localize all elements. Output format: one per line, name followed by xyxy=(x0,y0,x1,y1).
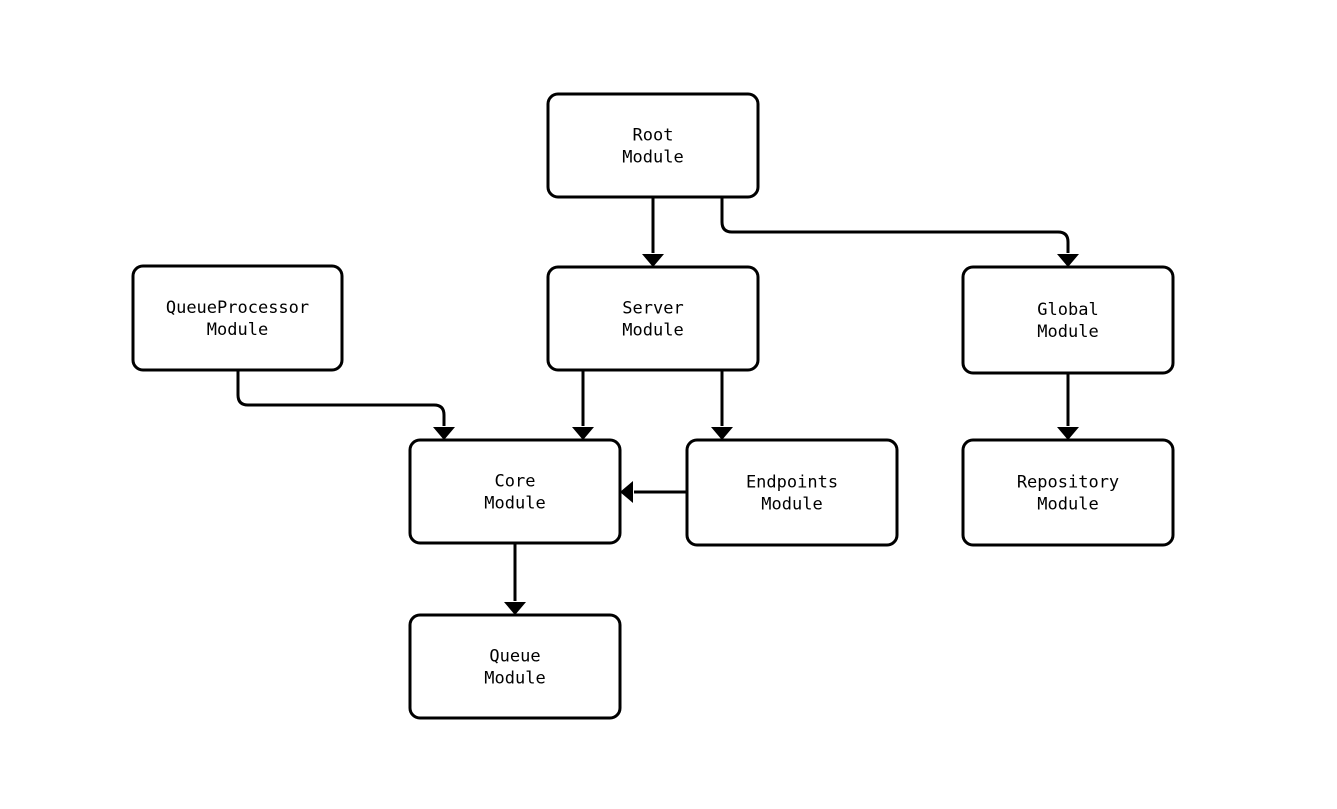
arrowhead-icon xyxy=(433,427,455,440)
arrowhead-icon xyxy=(620,481,633,503)
edge-layer: Root Module to Server Module Root Module … xyxy=(236,197,1079,615)
edge-endpoints-to-core: Endpoints Module to Core Module xyxy=(620,481,687,503)
edge-line xyxy=(720,197,1070,253)
edge-queueprocessor-to-core: QueueProcessor Module to Core Module xyxy=(236,370,455,440)
node-box[interactable] xyxy=(961,265,1175,375)
edge-core-to-queue: Core Module to Queue Module xyxy=(504,543,526,615)
arrowhead-icon xyxy=(642,254,664,267)
node-label-line1: Queue xyxy=(489,647,540,667)
node-label-line1: Global xyxy=(1037,300,1098,320)
node-label-line1: Endpoints xyxy=(746,473,838,493)
edge-root-to-server: Root Module to Server Module xyxy=(642,197,664,267)
node-box[interactable] xyxy=(408,613,622,720)
node-label-line2: Module xyxy=(1037,495,1098,515)
node-label-line1: Server xyxy=(622,299,683,319)
edge-line xyxy=(236,370,446,426)
edge-server-to-core: Server Module to Core Module xyxy=(572,370,594,440)
edge-root-to-global: Root Module to Global Module xyxy=(720,197,1079,267)
arrowhead-icon xyxy=(504,602,526,615)
node-box[interactable] xyxy=(546,265,760,372)
node-box[interactable] xyxy=(408,438,622,545)
node-box[interactable] xyxy=(961,438,1175,547)
arrowhead-icon xyxy=(1057,254,1079,267)
node-label-line2: Module xyxy=(484,669,545,689)
arrowhead-icon xyxy=(1057,427,1079,440)
node-label-line2: Module xyxy=(484,494,545,514)
node-label-line2: Module xyxy=(1037,322,1098,342)
node-label-line1: Repository xyxy=(1017,473,1119,493)
node-label-line1: Root xyxy=(633,126,674,146)
node-label-line2: Module xyxy=(761,495,822,515)
node-label-line2: Module xyxy=(207,320,268,340)
edge-server-to-endpoints: Server Module to Endpoints Module xyxy=(711,370,733,440)
node-box[interactable] xyxy=(546,92,760,199)
node-label-line1: Core xyxy=(495,472,536,492)
node-label-line1: QueueProcessor xyxy=(166,298,309,318)
arrowhead-icon xyxy=(711,427,733,440)
arrowhead-icon xyxy=(572,427,594,440)
node-box[interactable] xyxy=(131,264,344,372)
node-label-line2: Module xyxy=(622,148,683,168)
node-box[interactable] xyxy=(685,438,899,547)
edge-global-to-repository: Global Module to Repository Module xyxy=(1057,373,1079,440)
node-label-line2: Module xyxy=(622,321,683,341)
